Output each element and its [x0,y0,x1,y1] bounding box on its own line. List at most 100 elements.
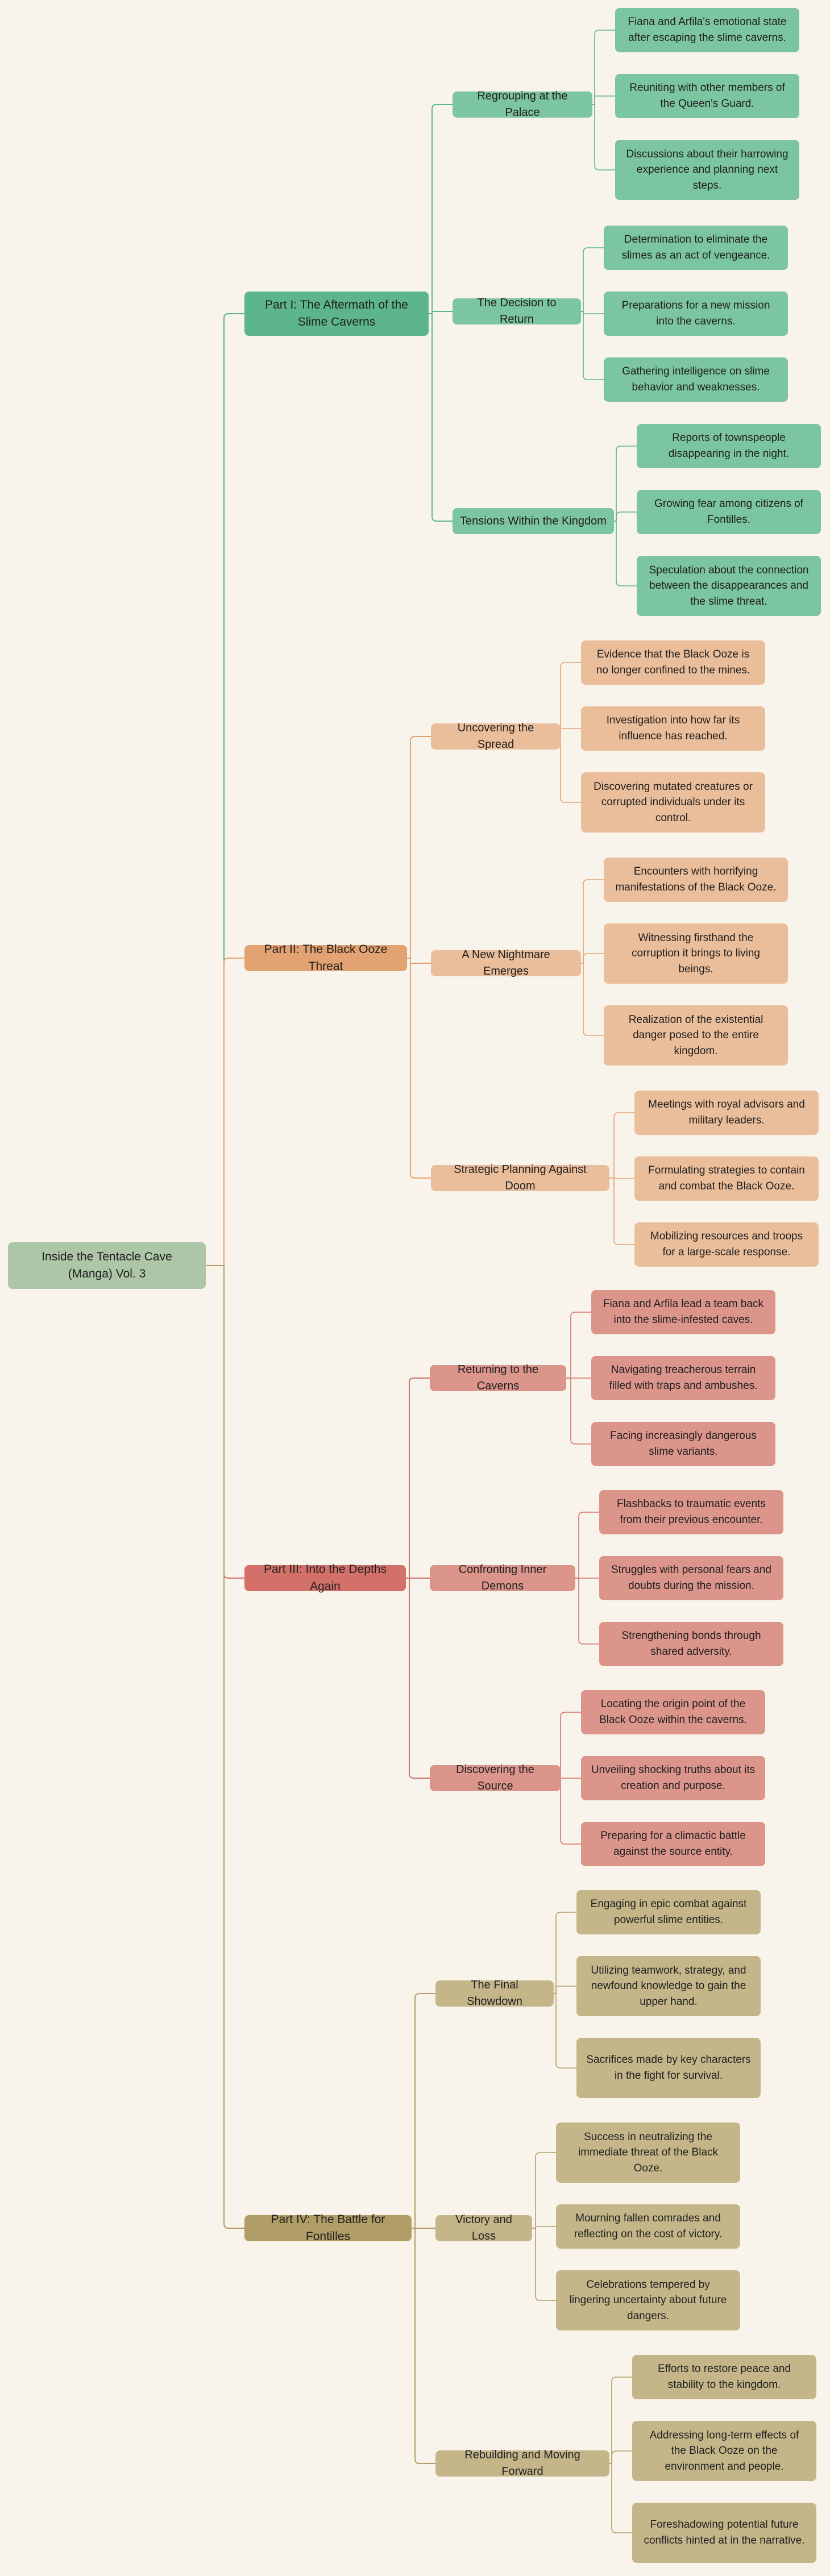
leaf-text: Efforts to restore peace and stability t… [657,2363,791,2391]
leaf-node: Struggles with personal fears and doubts… [599,1556,783,1600]
root-node: Inside the Tentacle Cave (Manga) Vol. 3 [8,1242,206,1289]
section-node: The Final Showdown [435,1979,554,2008]
part-node: Part III: Into the Depths Again [244,1563,406,1593]
leaf-text: Growing fear among citizens of Fontilles… [654,498,803,526]
leaf-text: Mobilizing resources and troops for a la… [650,1230,803,1258]
connector-line [566,1378,591,1445]
connector-line [581,963,604,1036]
section-label: Regrouping at the Palace [477,90,568,119]
leaf-node: Encounters with horrifying manifestation… [604,858,788,902]
connector-line [581,311,604,314]
leaf-node: Realization of the existential danger po… [604,1005,788,1066]
leaf-node: Investigation into how far its influence… [581,706,765,751]
leaf-text: Preparing for a climactic battle against… [600,1830,746,1858]
leaf-node: Sacrifices made by key characters in the… [576,2038,761,2098]
leaf-text: Reports of townspeople disappearing in t… [668,432,790,460]
connector-line [406,1578,430,1779]
leaf-node: Discussions about their harrowing experi… [615,140,799,200]
connector-line [609,2377,632,2464]
leaf-text: Discussions about their harrowing experi… [626,148,789,192]
leaf-text: Realization of the existential danger po… [628,1013,763,1057]
leaf-node: Addressing long-term effects of the Blac… [632,2421,816,2481]
section-node: The Decision to Return [453,297,581,326]
section-node: A New Nightmare Emerges [431,948,581,977]
leaf-node: Foreshadowing potential future conflicts… [632,2503,816,2563]
section-label: Rebuilding and Moving Forward [464,2449,580,2478]
leaf-node: Fiana and Arfila lead a team back into t… [591,1290,775,1334]
connector-line [407,736,431,959]
section-label: Strategic Planning Against Doom [454,1163,587,1192]
connector-line [609,1177,634,1245]
leaf-text: Facing increasingly dangerous slime vari… [610,1430,757,1458]
connector-line [554,1912,576,1994]
connector-line [560,1712,581,1778]
connector-line [609,1112,634,1179]
connector-line [560,1778,581,1845]
leaf-node: Engaging in epic combat against powerful… [576,1890,761,1934]
leaf-node: Reuniting with other members of the Quee… [615,74,799,118]
part-label: Part I: The Aftermath of the Slime Caver… [265,298,408,328]
leaf-text: Success in neutralizing the immediate th… [578,2130,719,2174]
leaf-node: Determination to eliminate the slimes as… [604,226,788,270]
leaf-node: Preparing for a climactic battle against… [581,1822,765,1866]
connector-line [581,311,604,380]
section-node: Returning to the Caverns [430,1363,566,1392]
section-label: Returning to the Caverns [457,1363,539,1392]
leaf-node: Witnessing firsthand the corruption it b… [604,923,788,984]
connector-line [412,1993,435,2229]
connector-line [592,95,615,105]
leaf-text: Discovering mutated creatures or corrupt… [594,780,753,824]
leaf-text: Preparations for a new mission into the … [621,299,770,327]
connector-line [406,1378,430,1579]
section-node: Discovering the Source [430,1763,561,1792]
connector-line [566,1312,591,1379]
section-node: Confronting Inner Demons [430,1563,575,1592]
leaf-text: Navigating treacherous terrain filled wi… [609,1364,758,1392]
connector-line [560,736,581,803]
leaf-node: Utilizing teamwork, strategy, and newfou… [576,1956,761,2016]
connector-line [560,662,581,736]
leaf-text: Reuniting with other members of the Quee… [629,82,785,110]
leaf-text: Formulating strategies to contain and co… [648,1164,805,1192]
section-label: Victory and Loss [455,2213,512,2242]
leaf-node: Preparations for a new mission into the … [604,292,788,336]
section-label: Confronting Inner Demons [458,1563,547,1592]
leaf-text: Celebrations tempered by lingering uncer… [569,2278,727,2322]
connector-line [614,511,637,522]
leaf-text: Locating the origin point of the Black O… [599,1698,747,1726]
leaf-text: Strengthening bonds through shared adver… [621,1630,761,1658]
connector-line [609,2450,632,2464]
section-node: Regrouping at the Palace [453,90,592,119]
part-label: Part III: Into the Depths Again [264,1562,387,1593]
leaf-text: Witnessing firsthand the corruption it b… [632,931,760,975]
connector-line [429,104,453,314]
section-label: Discovering the Source [456,1763,534,1792]
root-node-label: Inside the Tentacle Cave (Manga) Vol. 3 [42,1250,172,1280]
connector-line [581,879,604,964]
leaf-text: Meetings with royal advisors and militar… [648,1098,805,1126]
leaf-text: Foreshadowing potential future conflicts… [644,2519,805,2546]
leaf-node: Unveiling shocking truths about its crea… [581,1756,765,1800]
connector-line [206,1265,244,2229]
leaf-text: Investigation into how far its influence… [606,714,740,742]
leaf-node: Mobilizing resources and troops for a la… [634,1222,819,1267]
connector-line [614,446,637,522]
connector-line [532,2228,556,2301]
leaf-text: Fiana and Arfila lead a team back into t… [603,1298,763,1326]
leaf-node: Fiana and Arfila's emotional state after… [615,8,799,52]
part-node: Part II: The Black Ooze Threat [244,943,407,973]
leaf-text: Sacrifices made by key characters in the… [586,2054,751,2082]
connector-line [560,728,581,736]
connector-line [206,1265,244,1579]
connector-line [532,2152,556,2229]
leaf-node: Flashbacks to traumatic events from thei… [599,1490,783,1534]
leaf-text: Mourning fallen comrades and reflecting … [574,2212,723,2240]
connector-line [412,2228,435,2464]
leaf-text: Fiana and Arfila's emotional state after… [628,16,787,44]
connector-line [429,313,453,522]
connector-line [592,30,615,105]
leaf-node: Reports of townspeople disappearing in t… [637,424,821,468]
leaf-text: Engaging in epic combat against powerful… [590,1898,747,1926]
leaf-text: Determination to eliminate the slimes as… [621,234,770,261]
